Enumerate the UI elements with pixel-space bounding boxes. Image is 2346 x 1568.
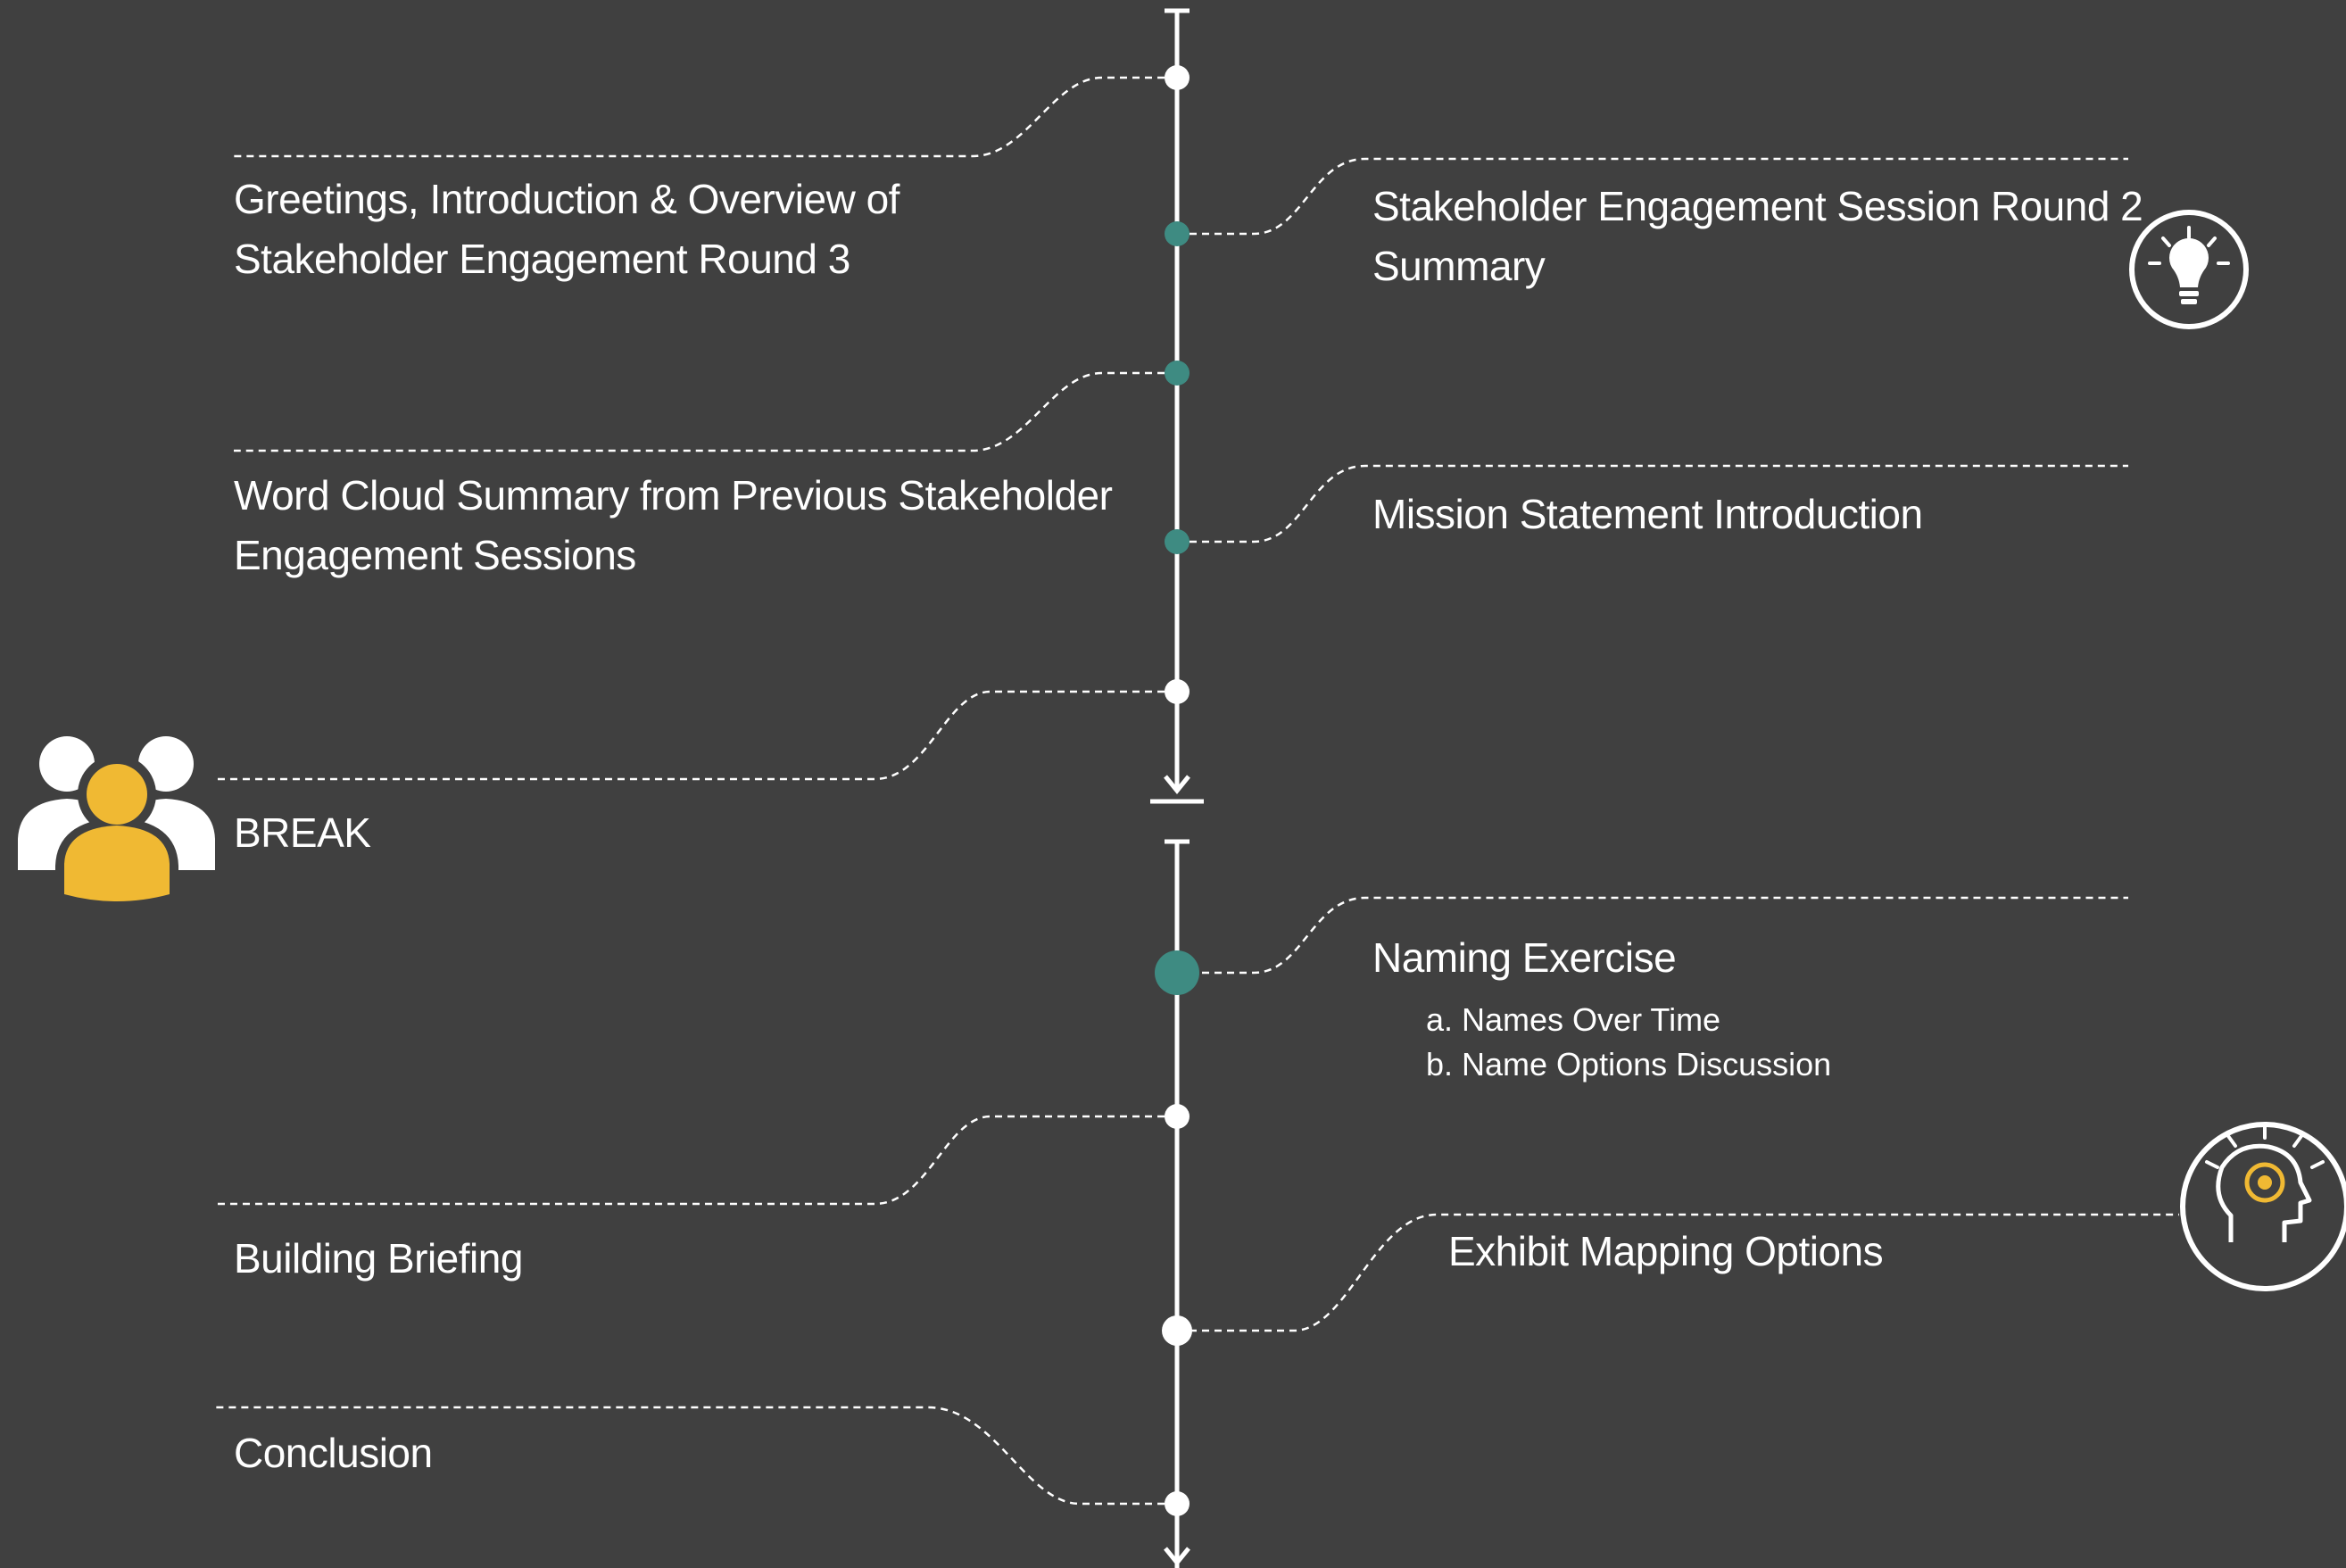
connector-item7 — [1177, 1213, 2179, 1332]
agenda-item-word-cloud-line2: Engagement Sessions — [234, 532, 636, 578]
agenda-item-conclusion: Conclusion — [234, 1423, 433, 1483]
head-idea-icon — [2180, 1122, 2346, 1291]
connector-item8 — [214, 1406, 1177, 1506]
connector-item6 — [214, 1115, 1177, 1206]
people-group-icon — [18, 736, 215, 903]
node-item3 — [1165, 361, 1190, 386]
connector-item3 — [234, 371, 1177, 452]
node-item4 — [1165, 529, 1190, 554]
agenda-item-greetings-line1: Greetings, Introduction & Overview of — [234, 176, 899, 222]
node-item6 — [1165, 1104, 1190, 1129]
agenda-item-word-cloud-line1: Word Cloud Summary from Previous Stakeho… — [234, 472, 1113, 519]
node-item1 — [1165, 65, 1190, 90]
node-item2 — [1165, 221, 1190, 246]
agenda-item-mission-line1: Mission Statement Introduction — [1372, 491, 1923, 537]
agenda-item-exhibit-mapping: Exhibit Mapping Options — [1448, 1222, 1884, 1282]
agenda-item-round2-line1: Stakeholder Engagement Session Round 2 — [1372, 183, 2143, 229]
agenda-item-break: BREAK — [234, 803, 371, 863]
connector-item4 — [1177, 464, 2128, 543]
connector-item2 — [1177, 157, 2128, 236]
node-item7 — [1162, 1315, 1192, 1346]
timeline-segment-1 — [1150, 8, 1204, 804]
naming-subitem-b: b. Name Options Discussion — [1426, 1046, 1832, 1083]
node-item8 — [1165, 1491, 1190, 1516]
connector-item5 — [1177, 896, 2128, 975]
agenda-item-conclusion-line1: Conclusion — [234, 1430, 433, 1476]
agenda-item-greetings-line2: Stakeholder Engagement Round 3 — [234, 236, 850, 282]
connector-item1 — [234, 76, 1177, 158]
agenda-item-round2-summary: Stakeholder Engagement Session Round 2 S… — [1372, 177, 2143, 296]
agenda-item-mission-statement: Mission Statement Introduction — [1372, 485, 1923, 544]
node-break — [1165, 679, 1190, 704]
agenda-item-word-cloud: Word Cloud Summary from Previous Stakeho… — [234, 466, 1113, 585]
agenda-item-round2-line2: Summary — [1372, 243, 1546, 289]
node-item5 — [1155, 950, 1199, 995]
agenda-item-building-briefing: Building Briefing — [234, 1229, 523, 1289]
agenda-item-naming-title: Naming Exercise — [1372, 934, 1677, 981]
agenda-item-break-label: BREAK — [234, 809, 371, 856]
agenda-item-exhibit-line1: Exhibit Mapping Options — [1448, 1228, 1884, 1274]
agenda-item-naming-exercise: Naming Exercise — [1372, 928, 1677, 988]
agenda-item-greetings: Greetings, Introduction & Overview of St… — [234, 170, 899, 289]
agenda-item-building-line1: Building Briefing — [234, 1235, 523, 1282]
connector-break — [214, 690, 1177, 781]
naming-subitem-a: a. Names Over Time — [1426, 1001, 1721, 1038]
lightbulb-icon — [2129, 210, 2249, 329]
